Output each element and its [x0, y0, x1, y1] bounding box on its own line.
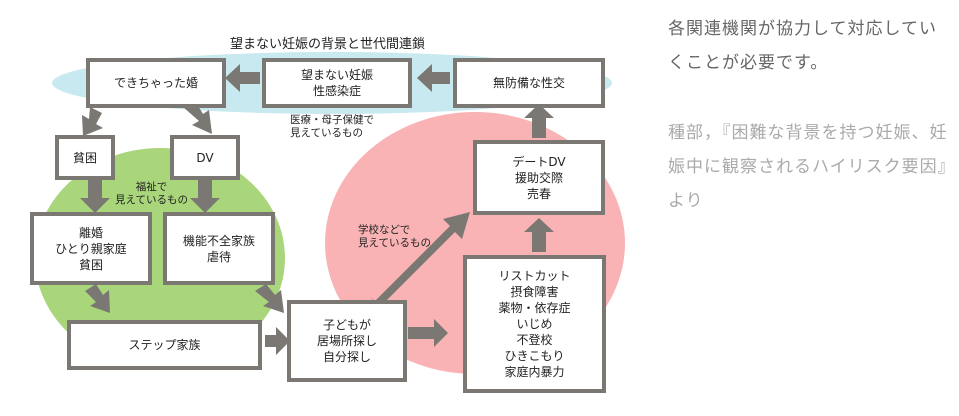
box-unprotected-sex: 無防備な性交 [453, 58, 605, 108]
box-dv: DV [170, 135, 240, 180]
arrow-step-to-child [265, 327, 290, 355]
arrow-dv-to-dysfunctional [190, 176, 220, 213]
box-poverty: 貧困 [55, 135, 115, 180]
arrow-divorce-to-step [85, 284, 110, 313]
arrow-selfharm-to-datedv [524, 218, 554, 252]
label-welfare: 福祉で 見えているもの [115, 181, 188, 206]
arrow-datedv-to-unprotected [524, 104, 554, 138]
label-school: 学校などで 見えているもの [358, 224, 431, 249]
box-dekichatta: できちゃった婚 [86, 58, 226, 108]
citation-text: 種部，『困難な背景を持つ妊娠、妊娠中に観察されるハイリスク要因』より [668, 123, 948, 211]
diagram-title: 望まない妊娠の背景と世代間連鎖 [230, 37, 426, 52]
arrow-child-to-selfharm [408, 319, 448, 347]
box-child-search: 子どもが 居場所探し 自分探し [287, 300, 407, 382]
box-dysfunctional-family: 機能不全家族 虐待 [163, 212, 275, 285]
box-step-family: ステップ家族 [67, 320, 262, 370]
arrow-poverty-to-divorce [80, 176, 110, 213]
arrows-layer [80, 64, 554, 355]
box-date-dv: デートDV 援助交際 売春 [473, 140, 605, 215]
box-divorce: 離婚 ひとり親家庭 貧困 [30, 212, 152, 285]
advice-text: 各関連機関が協力して対応していくことが必要です。 [668, 19, 937, 73]
arrow-unprotected-to-unwanted [417, 64, 450, 92]
arrow-child-to-datedv [370, 212, 470, 307]
label-medical: 医療・母子保健で 見えているもの [290, 114, 374, 139]
box-unwanted-pregnancy: 望まない妊娠 性感染症 [262, 58, 412, 108]
arrow-unwanted-to-dekichatta [225, 64, 260, 92]
flow-diagram: 望まない妊娠の背景と世代間連鎖 [30, 37, 625, 393]
arrow-dysfunctional-to-child [255, 284, 284, 313]
arrow-dekichatta-to-dv [183, 101, 212, 134]
box-self-harm: リストカット 摂食障害 薬物・依存症 いじめ 不登校 ひきこもり 家庭内暴力 [463, 255, 606, 393]
arrow-dekichatta-to-poverty [82, 107, 103, 136]
